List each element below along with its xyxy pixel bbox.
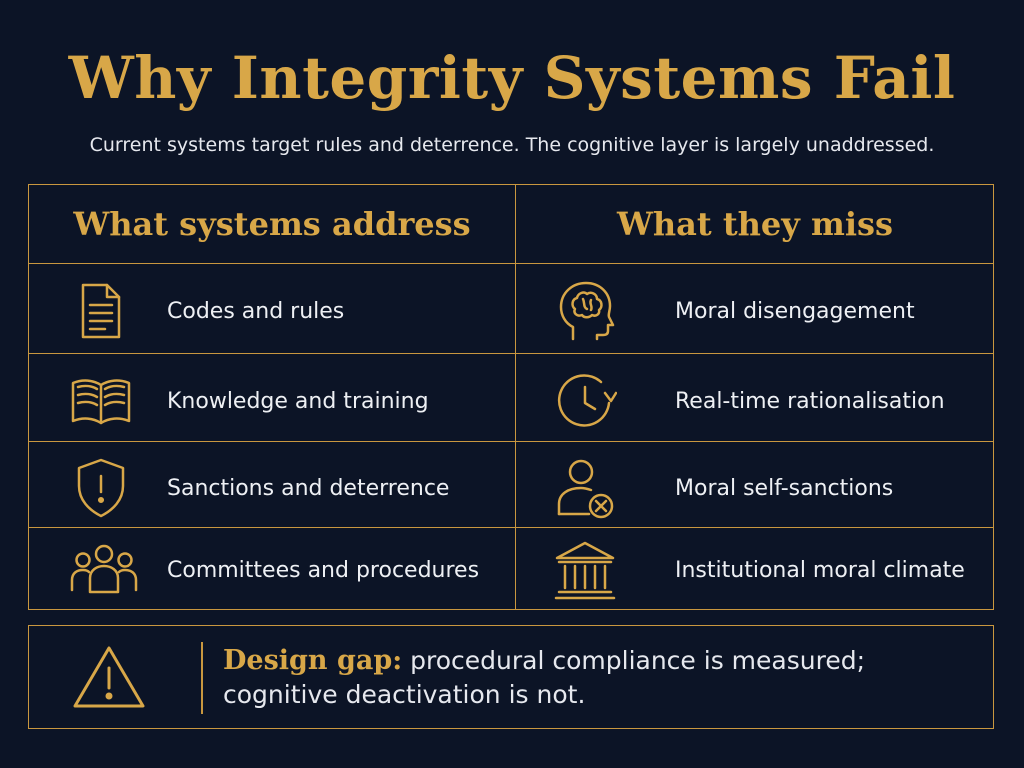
header-divider bbox=[29, 263, 993, 264]
page-subtitle: Current systems target rules and deterre… bbox=[89, 134, 935, 156]
document-icon bbox=[69, 279, 133, 343]
design-gap-label: Design gap: bbox=[223, 645, 403, 676]
design-gap-text: Design gap: procedural compliance is mea… bbox=[195, 644, 955, 712]
design-gap-callout: Design gap: procedural compliance is mea… bbox=[28, 625, 994, 729]
row-divider bbox=[29, 353, 993, 354]
page-title: Why Integrity Systems Fail bbox=[68, 44, 956, 112]
design-gap-line-1: procedural compliance is measured; bbox=[402, 646, 865, 675]
left-item-label: Committees and procedures bbox=[167, 557, 480, 583]
right-item-label: Institutional moral climate bbox=[675, 557, 965, 583]
callout-divider bbox=[201, 642, 203, 714]
left-item-1: Codes and rules bbox=[69, 273, 344, 349]
left-item-3: Sanctions and deterrence bbox=[69, 450, 449, 526]
warning-triangle-icon bbox=[71, 644, 147, 710]
column-divider bbox=[515, 185, 516, 609]
row-divider bbox=[29, 441, 993, 442]
left-item-4: Committees and procedures bbox=[69, 534, 479, 606]
right-item-4: Institutional moral climate bbox=[553, 534, 965, 606]
right-item-2: Real-time rationalisation bbox=[553, 363, 945, 439]
right-item-label: Moral self-sanctions bbox=[675, 475, 894, 501]
book-icon bbox=[69, 369, 133, 433]
comparison-table: What systems address What they miss Code… bbox=[28, 184, 994, 610]
left-item-2: Knowledge and training bbox=[69, 363, 429, 439]
shield-warning-icon bbox=[69, 456, 133, 520]
right-column-heading: What they miss bbox=[616, 205, 894, 243]
left-item-label: Codes and rules bbox=[167, 298, 345, 324]
group-icon bbox=[69, 538, 138, 602]
right-item-label: Moral disengagement bbox=[675, 298, 915, 324]
row-divider bbox=[29, 527, 993, 528]
head-brain-icon bbox=[553, 279, 617, 343]
design-gap-line-2: cognitive deactivation is not. bbox=[223, 680, 586, 709]
clock-icon bbox=[553, 369, 617, 433]
left-column-heading: What systems address bbox=[73, 205, 471, 243]
right-item-1: Moral disengagement bbox=[553, 273, 915, 349]
right-item-3: Moral self-sanctions bbox=[553, 450, 893, 526]
right-item-label: Real-time rationalisation bbox=[675, 388, 945, 414]
left-item-label: Knowledge and training bbox=[167, 388, 429, 414]
person-x-icon bbox=[553, 456, 617, 520]
institution-icon bbox=[553, 538, 617, 602]
left-item-label: Sanctions and deterrence bbox=[167, 475, 450, 501]
